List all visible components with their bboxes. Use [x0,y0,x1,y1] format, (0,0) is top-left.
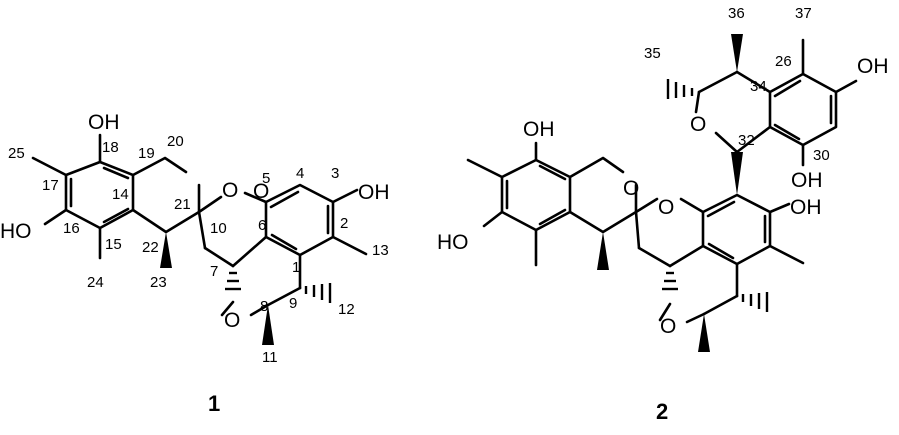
compound-1-label: 1 [208,391,220,416]
locant-16: 16 [63,220,80,237]
compound-2-central-ring-substituents [668,202,805,298]
locant-25: 25 [8,145,25,162]
locant-22: 22 [142,239,159,256]
locant-15: 15 [105,236,122,253]
locant-7: 7 [210,263,218,280]
compound-1-oh-c3: OH [358,181,390,204]
compound-2-o-spiro: O [658,196,674,219]
compound-2-ho-left: HO [437,231,469,254]
compound-1-structure: OH HO O O OH O 25 18 19 20 17 14 21 16 2… [0,111,390,416]
locant-20: 20 [167,133,184,150]
locant-17: 17 [42,177,59,194]
locant-5: 5 [262,170,270,187]
locant-36: 36 [728,5,745,22]
compound-2-hash-bond-lower-methyl [741,292,769,312]
compound-2-pyran-ring-a [568,156,638,234]
compound-1-o-lower-ring: O [224,309,240,332]
compound-2-top-pyran-ring [694,70,772,154]
locant-19: 19 [138,145,155,162]
locant-11: 11 [262,349,278,366]
compound-1-right-aromatic-ring [264,183,335,257]
compound-1-left-ring-substituents [31,133,102,260]
compound-2-wedge-lower-methyl [698,314,710,352]
compound-2-left-ring-substituents [466,141,538,267]
locant-6: 6 [258,217,266,234]
compound-2-o-top-ring: O [690,113,706,136]
compound-2-wedge-methyl [597,232,609,270]
locant-34: 34 [750,78,767,95]
compound-2-label: 2 [656,399,668,424]
locant-14: 14 [112,186,129,203]
compound-2-central-aromatic-ring [701,193,772,266]
locant-37: 37 [795,5,812,22]
compound-2-oh-c30: OH [791,169,823,192]
compound-2-oh-top-right: OH [857,55,889,78]
compound-2-spiro-ring [634,197,705,268]
compound-2-hash-bond-c35-methyl [666,79,694,99]
compound-2-wedge-biaryl-bond [731,152,743,195]
compound-1-hash-bond-c9-methyl [304,283,332,303]
compound-1-wedge-c8-methyl [262,305,274,345]
locant-21: 21 [174,196,191,213]
compound-2-structure: OH HO O O OH O O OH OH 36 37 35 26 34 32… [437,5,889,424]
compound-2-top-ring-substituents [801,38,858,167]
compound-1-pyran-ring-a [131,156,201,234]
locant-1: 1 [292,259,300,276]
compound-2-oh-left-top: OH [523,118,555,141]
compound-1-ho-c16: HO [0,220,32,243]
compound-1-hash-bond-c7-o [225,271,241,291]
locant-24: 24 [87,274,104,291]
locant-23: 23 [150,274,167,291]
compound-2-left-aromatic-ring [500,158,572,232]
compound-2-wedge-c36-methyl [731,34,743,72]
locant-26: 26 [775,53,792,70]
locant-8: 8 [260,298,268,315]
compound-1-right-ring-substituents [231,188,368,290]
compound-1-spiro-ring [197,191,268,268]
compound-2-o-pyran-a: O [623,177,639,200]
locant-10: 10 [210,220,227,237]
compound-1-wedge-c22-methyl [160,232,172,268]
compound-2-oh-central: OH [790,196,822,219]
compound-2-top-aromatic-ring [768,72,838,147]
locant-3: 3 [331,165,339,182]
compound-2-hash-bond-lower [662,271,678,291]
locant-13: 13 [372,242,389,259]
locant-35: 35 [644,45,661,62]
compound-2-lower-pyran-ring [658,294,739,324]
locant-32: 32 [738,132,755,149]
locant-12: 12 [338,301,355,318]
locant-30: 30 [813,147,830,164]
compound-1-o-spiro: O [253,180,269,203]
compound-1-oh-c18: OH [88,111,120,134]
locant-2: 2 [340,215,348,232]
locant-18: 18 [102,139,119,156]
locant-4: 4 [296,165,304,182]
compound-2-o-lower-ring: O [660,315,676,338]
locant-9: 9 [289,295,297,312]
compound-1-o-pyran-a: O [222,179,238,202]
compound-1-lower-pyran-ring [220,286,302,317]
